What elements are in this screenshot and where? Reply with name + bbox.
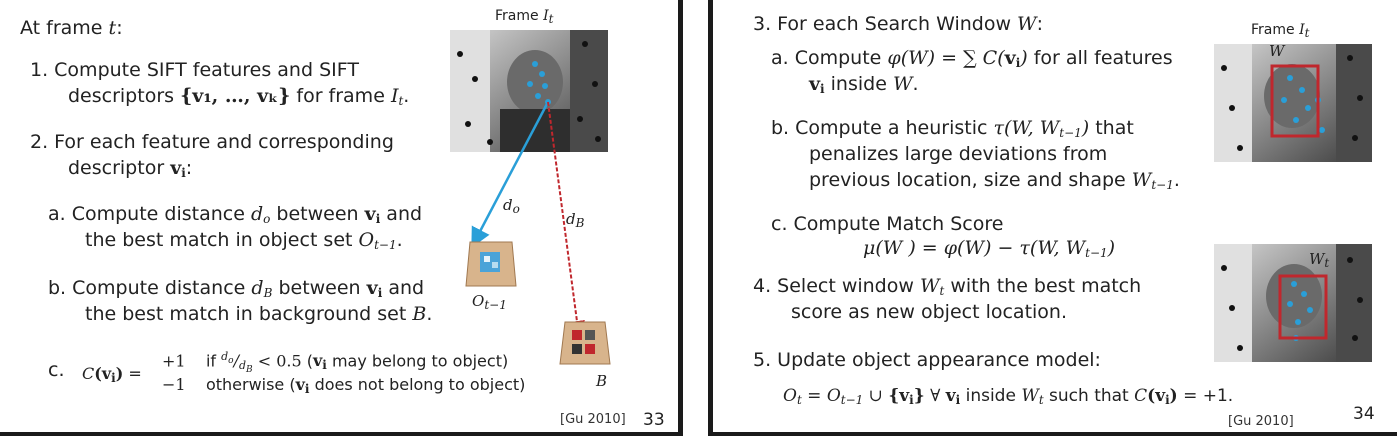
frame-label: Frame It (1251, 22, 1310, 40)
stepb-text3: and (388, 277, 425, 299)
intro-var: t (108, 17, 117, 39)
step3b-text3: previous location, size and shape (809, 169, 1126, 191)
frame-label: Frame It (495, 8, 554, 26)
step3b-line3: previous location, size and shape Wt−1. (809, 169, 1180, 192)
object-set-icon (465, 241, 517, 287)
frame-label-text: Frame (1251, 22, 1295, 38)
best-window-box (1278, 274, 1328, 340)
step4-text1: 4. Select window (753, 275, 914, 297)
stepa-text1: a. Compute distance (48, 203, 245, 225)
step2-line1: 2. For each feature and corresponding (30, 131, 394, 153)
stepa-text3: and (386, 203, 423, 225)
step3a-line2: vi inside W. (809, 73, 919, 96)
step1-for-frame: for frame (296, 85, 385, 107)
match-score-formula: μ(W ) = φ(W) − τ(W, Wt−1) (863, 237, 1116, 260)
intro-text: At frame (20, 17, 103, 39)
case2-val: −1 (162, 375, 186, 394)
step3a-line1: a. Compute φ(W) = ∑ C(vi) for all featur… (771, 47, 1173, 70)
label-dB: dB (566, 210, 585, 230)
step1-descriptors: descriptors (68, 85, 175, 107)
label-best-window: Wt (1309, 250, 1330, 270)
case2-otherwise: otherwise (205, 375, 285, 394)
slide-34: 3. For each Search Window W: a. Compute … (708, 0, 1397, 436)
step3-var: W (1017, 13, 1037, 35)
case1-if: if (205, 351, 217, 371)
frame-photo (450, 30, 608, 152)
step3a-text1: a. Compute (771, 47, 882, 69)
stepa-text4: the best match in object set (85, 229, 353, 251)
case1-cond: < 0.5 (257, 351, 302, 371)
stepa-line2: the best match in object set Ot−1. (85, 229, 403, 252)
frame-photo-top (1214, 44, 1372, 162)
step3a-text2: for all features (1033, 47, 1173, 69)
step4-line1: 4. Select window Wt with the best match (753, 275, 1142, 298)
step1-set: {v₁, …, vₖ} (180, 85, 291, 107)
step3b-text2: that (1095, 117, 1134, 139)
step1-line1: 1. Compute SIFT features and SIFT (30, 59, 359, 81)
stepc-lhs: C(vi) = (82, 364, 142, 385)
step3a-text3: inside (830, 73, 887, 95)
case1-val: +1 (162, 351, 186, 371)
step3-line: 3. For each Search Window W: (753, 13, 1043, 35)
tracking-diagram (450, 30, 611, 365)
slide-33: At frame t: 1. Compute SIFT features and… (0, 0, 683, 436)
arrow-to-background (547, 101, 585, 337)
frame-photo-bottom (1214, 244, 1372, 362)
intro-line: At frame t: (20, 17, 123, 39)
citation: [Gu 2010] (560, 412, 626, 427)
stepc-label: c. (48, 359, 65, 381)
search-window-box (1270, 64, 1320, 138)
case2-line: −1 otherwise (vi does not belong to obje… (162, 375, 526, 396)
step2-line2: descriptor vi: (68, 157, 193, 180)
stepa-text2: between (276, 203, 359, 225)
label-search-window: W (1269, 42, 1285, 60)
step4-line2: score as new object location. (791, 301, 1068, 323)
search-window-diagram (1214, 44, 1372, 362)
slide-gap (683, 0, 708, 436)
case2-note: does not belong to object) (314, 375, 526, 394)
step1-frame-var: I (390, 85, 399, 107)
stepb-text4: the best match in background set (85, 303, 407, 325)
citation: [Gu 2010] (1228, 414, 1294, 429)
step5-such-that: such that (1049, 386, 1129, 406)
frame-label-text: Frame (495, 8, 539, 24)
step3b-text1: b. Compute a heuristic (771, 117, 988, 139)
stepb-line2: the best match in background set B. (85, 303, 433, 325)
page-number: 34 (1353, 404, 1375, 424)
arrow-to-object (471, 101, 550, 248)
step3c-line: c. Compute Match Score (771, 213, 1004, 235)
stepb-text1: b. Compute distance (48, 277, 246, 299)
case1-line: +1 if do/dB < 0.5 (vi may belong to obje… (162, 350, 509, 376)
background-set-icon (559, 321, 611, 365)
step5-inside: inside (965, 386, 1016, 406)
step3-text: 3. For each Search Window (753, 13, 1011, 35)
step1-line2: descriptors {v₁, …, vₖ} for frame It. (68, 85, 410, 108)
label-background-set: B (596, 372, 608, 390)
stepb-text2: between (278, 277, 361, 299)
step4-text2: with the best match (950, 275, 1142, 297)
step5-line: 5. Update object appearance model: (753, 349, 1101, 371)
step2-descriptor: descriptor (68, 157, 165, 179)
step5-formula: Ot = Ot−1 ∪ {vi} ∀ vi inside Wt such tha… (783, 386, 1234, 407)
case1-note: may belong to object) (331, 351, 509, 371)
stepa-line1: a. Compute distance do between vi and (48, 203, 423, 226)
step3b-line2: penalizes large deviations from (809, 143, 1108, 165)
step3b-line1: b. Compute a heuristic τ(W, Wt−1) that (771, 117, 1134, 140)
stepb-line1: b. Compute distance dB between vi and (48, 277, 425, 300)
label-object-set: Ot−1 (472, 292, 507, 312)
label-do: do (503, 196, 520, 216)
page-number: 33 (643, 410, 665, 430)
